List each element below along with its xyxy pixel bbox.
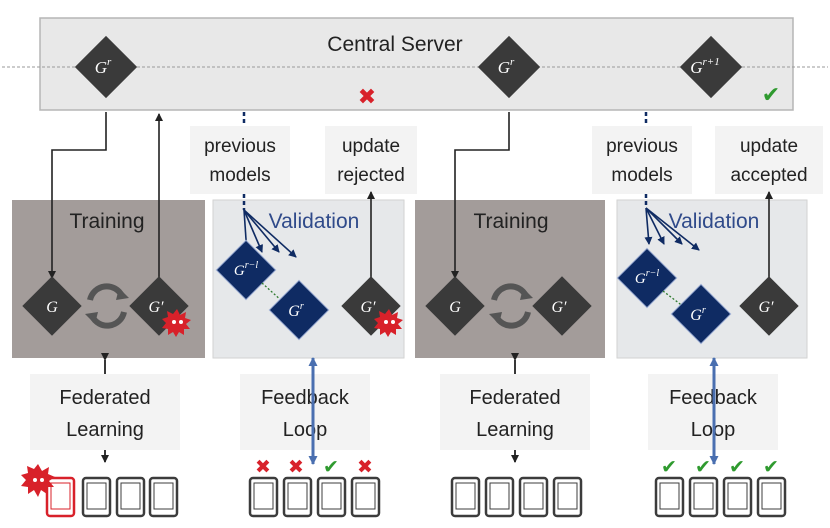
device: [148, 476, 179, 518]
previous-models-arrows-2: [644, 207, 700, 251]
validation-label-2: Validation: [669, 210, 760, 233]
previous-model-diamond-1: Gr−l: [215, 239, 277, 301]
malicious-virus-icon-2: [374, 309, 403, 337]
svg-text:G: G: [449, 299, 461, 316]
accept-mark: ✔: [323, 456, 339, 478]
svg-text:Gr+1: Gr+1: [690, 56, 720, 77]
device: [248, 476, 279, 518]
central-server-title: Central Server: [327, 33, 462, 56]
update-accepted-box: [715, 126, 823, 194]
global-model-r-diamond-val-1: Gr: [268, 279, 330, 341]
download-arrow-1: [48, 112, 107, 279]
device: [115, 476, 146, 518]
global-model-r-plus-1-diamond: Gr+1: [679, 35, 743, 99]
device: [282, 476, 313, 518]
device: [756, 476, 787, 518]
accept-mark: ✔: [763, 456, 779, 478]
update-rejected-box: [325, 126, 417, 194]
previous-model-diamond-2: Gr−l: [616, 247, 678, 309]
device: [81, 476, 112, 518]
malicious-virus-icon-1: [162, 309, 191, 337]
svg-text:Gr: Gr: [288, 301, 304, 320]
global-model-r-diamond-2: Gr: [477, 35, 541, 99]
device: [450, 476, 481, 518]
reject-mark: ✖: [255, 456, 271, 478]
device: [484, 476, 515, 518]
device: [552, 476, 583, 518]
device: [316, 476, 347, 518]
device-malicious: [45, 476, 76, 518]
accept-mark: ✔: [729, 456, 745, 478]
update-accepted-mark: ✔: [762, 83, 780, 108]
svg-text:Gr−l: Gr−l: [234, 260, 258, 279]
previous-models-box-1: [190, 126, 290, 194]
reject-mark: ✖: [357, 456, 373, 478]
update-rejected-mark: ✖: [358, 85, 376, 110]
training-box-2: [415, 200, 605, 358]
svg-text:Gr: Gr: [498, 56, 515, 77]
device: [350, 476, 381, 518]
svg-text:G′: G′: [758, 299, 774, 316]
accept-mark: ✔: [695, 456, 711, 478]
svg-text:G: G: [46, 299, 58, 316]
device: [654, 476, 685, 518]
feedback-loop-box-1: [240, 374, 370, 450]
global-model-r-diamond-val-2: Gr: [670, 283, 732, 345]
svg-text:G′: G′: [148, 299, 164, 316]
download-arrow-2: [451, 112, 510, 279]
malicious-virus-icon-3: [21, 464, 55, 497]
svg-text:G′: G′: [551, 299, 567, 316]
model-link-1: [261, 282, 284, 303]
svg-text:Gr: Gr: [95, 56, 112, 77]
svg-text:G′: G′: [360, 299, 376, 316]
federated-learning-box-2: [440, 374, 590, 450]
accept-mark: ✔: [661, 456, 677, 478]
reject-mark: ✖: [288, 456, 304, 478]
svg-text:Gr: Gr: [690, 305, 706, 324]
device: [722, 476, 753, 518]
validation-label-1: Validation: [269, 210, 360, 233]
federated-learning-box-1: [30, 374, 180, 450]
device: [688, 476, 719, 518]
model-link-2: [662, 290, 685, 308]
svg-text:Gr−l: Gr−l: [635, 268, 659, 287]
device: [518, 476, 549, 518]
training-label-2: Training: [473, 210, 548, 233]
central-server-box: [39, 17, 794, 111]
training-label-1: Training: [69, 210, 144, 233]
previous-models-box-2: [592, 126, 692, 194]
